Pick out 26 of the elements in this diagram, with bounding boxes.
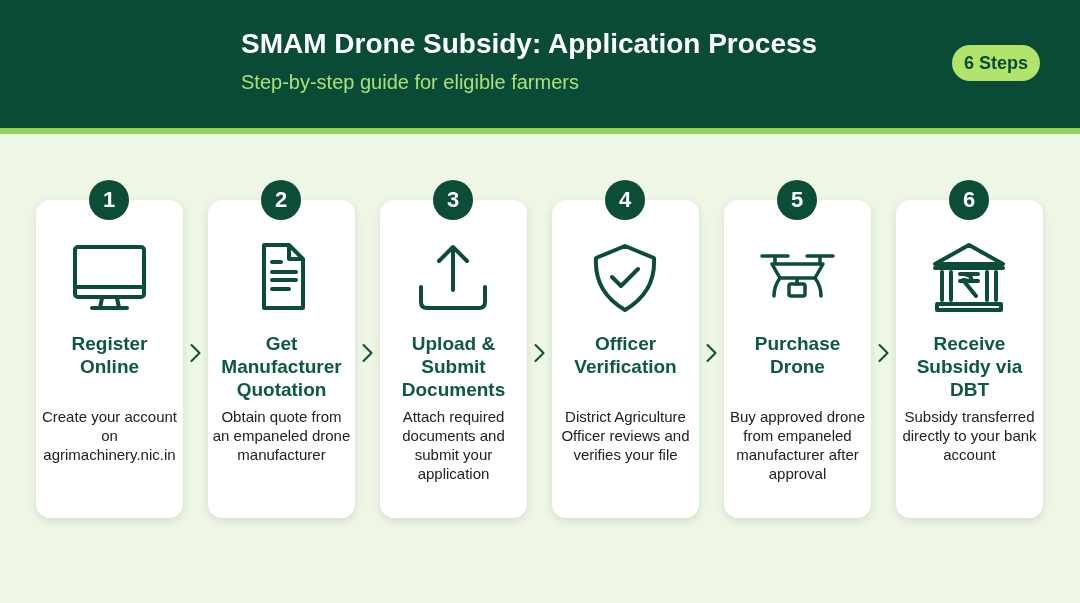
subtitle: Step-by-step guide for eligible farmers bbox=[241, 71, 579, 94]
step-count-pill: 6 Steps bbox=[952, 45, 1041, 81]
step-description: District Agriculture Officer reviews and verifies your file bbox=[560, 407, 691, 464]
step-heading: Get Manufacturer Quotation bbox=[220, 332, 343, 401]
chevron-arrow bbox=[878, 344, 889, 362]
step-number: 3 bbox=[433, 180, 473, 220]
chevron-arrow bbox=[362, 344, 373, 362]
chevron-arrow bbox=[534, 344, 545, 362]
step-heading: Upload & Submit Documents bbox=[400, 332, 507, 401]
step-description: Attach required documents and submit your application bbox=[401, 407, 506, 483]
step-description: Subsidy transferred directly to your bank account bbox=[901, 407, 1038, 464]
chevron-arrow bbox=[190, 344, 201, 362]
step-heading: Register Online bbox=[70, 332, 149, 378]
step-number: 6 bbox=[949, 180, 989, 220]
step-heading: Purchase Drone bbox=[753, 332, 842, 378]
title: SMAM Drone Subsidy: Application Process bbox=[241, 28, 818, 60]
step-number: 5 bbox=[777, 180, 817, 220]
step-description: Obtain quote from an empaneled drone manufacturer bbox=[212, 407, 351, 464]
step-number: 4 bbox=[605, 180, 645, 220]
step-heading: Officer Verification bbox=[573, 332, 678, 378]
step-description: Buy approved drone from empaneled manufacturer after approval bbox=[728, 407, 867, 483]
step-description: Create your account on agrimachinery.nic.in bbox=[40, 407, 179, 464]
step-number: 1 bbox=[89, 180, 129, 220]
step-number: 2 bbox=[261, 180, 301, 220]
chevron-arrow bbox=[706, 344, 717, 362]
step-heading: Receive Subsidy via DBT bbox=[915, 332, 1024, 401]
